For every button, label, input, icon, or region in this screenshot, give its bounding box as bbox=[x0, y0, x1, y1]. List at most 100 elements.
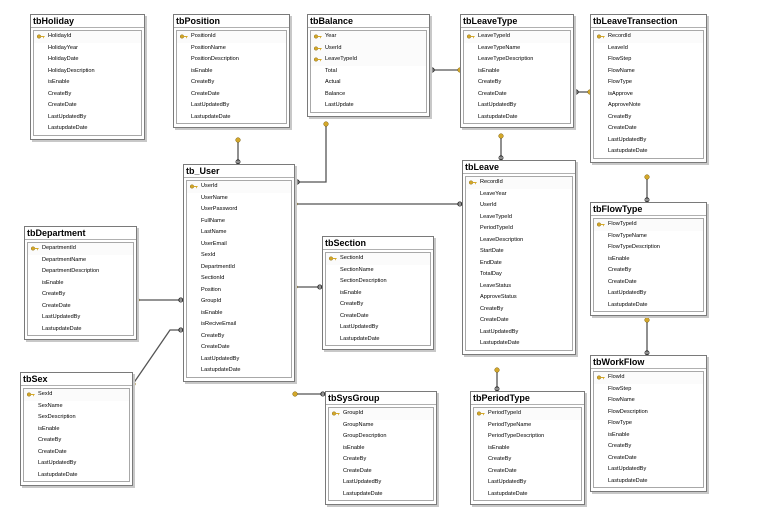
column[interactable]: CreateBy bbox=[594, 441, 703, 453]
column[interactable]: FlowType bbox=[594, 418, 703, 430]
column[interactable]: isApprove bbox=[594, 89, 703, 101]
column[interactable]: FlowStep bbox=[594, 54, 703, 66]
column[interactable]: LastUpdatedBy bbox=[329, 477, 433, 489]
column[interactable]: LastUpdatedBy bbox=[187, 354, 291, 366]
column[interactable]: Total bbox=[311, 66, 426, 78]
primary-key-column[interactable]: FlowId bbox=[594, 372, 703, 384]
column[interactable]: PositionDescription bbox=[177, 54, 286, 66]
column[interactable]: PeriodTypeDescription bbox=[474, 431, 581, 443]
relationship-tbBalance-tbUser[interactable] bbox=[290, 121, 329, 185]
column[interactable]: FlowDescription bbox=[594, 407, 703, 419]
column[interactable]: CreateDate bbox=[177, 89, 286, 101]
column[interactable]: CreateBy bbox=[329, 454, 433, 466]
column[interactable]: SexId bbox=[187, 250, 291, 262]
column[interactable]: LeaveYear bbox=[466, 189, 572, 201]
column[interactable]: LastUpdatedBy bbox=[177, 100, 286, 112]
column[interactable]: LastUpdatedBy bbox=[466, 327, 572, 339]
column[interactable]: LastupdateDate bbox=[329, 489, 433, 501]
column[interactable]: LastupdateDate bbox=[594, 476, 703, 488]
column[interactable]: LastUpdate bbox=[311, 100, 426, 112]
column[interactable]: CreateDate bbox=[594, 123, 703, 135]
column[interactable]: SexDescription bbox=[24, 412, 129, 424]
column[interactable]: LeaveStatus bbox=[466, 281, 572, 293]
column[interactable]: CreateDate bbox=[326, 311, 430, 323]
column[interactable]: Position bbox=[187, 285, 291, 297]
column[interactable]: isEnable bbox=[464, 66, 570, 78]
column[interactable]: Actual bbox=[311, 77, 426, 89]
column[interactable]: LastupdateDate bbox=[326, 334, 430, 346]
column[interactable]: CreateBy bbox=[326, 299, 430, 311]
column[interactable]: CreateBy bbox=[464, 77, 570, 89]
column[interactable]: UserId bbox=[466, 200, 572, 212]
column[interactable]: GroupDescription bbox=[329, 431, 433, 443]
column[interactable]: FlowName bbox=[594, 395, 703, 407]
column[interactable]: DepartmentName bbox=[28, 255, 133, 267]
column[interactable]: SectionId bbox=[187, 273, 291, 285]
column[interactable]: FullName bbox=[187, 216, 291, 228]
column[interactable]: LastUpdatedBy bbox=[594, 135, 703, 147]
column[interactable]: LastupdateDate bbox=[28, 324, 133, 336]
column[interactable]: FlowTypeName bbox=[594, 231, 703, 243]
column[interactable]: UserName bbox=[187, 193, 291, 205]
column[interactable]: LastupdateDate bbox=[464, 112, 570, 124]
column[interactable]: LastUpdatedBy bbox=[24, 458, 129, 470]
column[interactable]: LastUpdatedBy bbox=[326, 322, 430, 334]
column[interactable]: CreateDate bbox=[474, 466, 581, 478]
column[interactable]: LastupdateDate bbox=[34, 123, 141, 135]
relationship-tbLeaveType-tbBalance[interactable] bbox=[425, 67, 463, 73]
column[interactable]: LeaveId bbox=[594, 43, 703, 55]
column[interactable]: Balance bbox=[311, 89, 426, 101]
column[interactable]: isEnable bbox=[34, 77, 141, 89]
column[interactable]: HolidayYear bbox=[34, 43, 141, 55]
relationship-tbUser-tbLeave[interactable] bbox=[292, 201, 467, 207]
column[interactable]: isEnable bbox=[187, 308, 291, 320]
column[interactable]: CreateDate bbox=[466, 315, 572, 327]
column[interactable]: CreateDate bbox=[24, 447, 129, 459]
primary-key-column[interactable]: UserId bbox=[187, 181, 291, 193]
primary-key-column[interactable]: PeriodTypeId bbox=[474, 408, 581, 420]
column[interactable]: isEnable bbox=[28, 278, 133, 290]
relationship-tbDepartment-tbUser[interactable] bbox=[134, 297, 188, 303]
relationship-tbFlowType-tbWorkFlow[interactable] bbox=[644, 317, 650, 360]
column[interactable]: GroupName bbox=[329, 420, 433, 432]
column[interactable]: FlowTypeDescription bbox=[594, 242, 703, 254]
column[interactable]: PositionName bbox=[177, 43, 286, 55]
column[interactable]: LeaveTypeName bbox=[464, 43, 570, 55]
primary-key-column[interactable]: PositionId bbox=[177, 31, 286, 43]
column[interactable]: UserPassword bbox=[187, 204, 291, 216]
column[interactable]: LastUpdatedBy bbox=[594, 288, 703, 300]
column[interactable]: isEnable bbox=[24, 424, 129, 436]
column[interactable]: LastupdateDate bbox=[24, 470, 129, 482]
column[interactable]: isReciveEmail bbox=[187, 319, 291, 331]
primary-key-column[interactable]: RecordId bbox=[594, 31, 703, 43]
column[interactable]: ApproveStatus bbox=[466, 292, 572, 304]
column[interactable]: HolidayDate bbox=[34, 54, 141, 66]
column[interactable]: CreateDate bbox=[329, 466, 433, 478]
primary-key-column[interactable]: Year bbox=[311, 31, 426, 43]
primary-key-column[interactable]: LeaveTypeId bbox=[311, 54, 426, 66]
column[interactable]: CreateBy bbox=[466, 304, 572, 316]
primary-key-column[interactable]: SectionId bbox=[326, 253, 430, 265]
column[interactable]: CreateBy bbox=[594, 265, 703, 277]
column[interactable]: LastupdateDate bbox=[466, 338, 572, 350]
column[interactable]: PeriodTypeId bbox=[466, 223, 572, 235]
relationship-tbSysGroup-tbUser[interactable] bbox=[292, 391, 330, 397]
column[interactable]: isEnable bbox=[594, 254, 703, 266]
column[interactable]: isEnable bbox=[326, 288, 430, 300]
column[interactable]: GroupId bbox=[187, 296, 291, 308]
column[interactable]: SectionName bbox=[326, 265, 430, 277]
column[interactable]: ApproveNote bbox=[594, 100, 703, 112]
column[interactable]: LastupdateDate bbox=[474, 489, 581, 501]
column[interactable]: SexName bbox=[24, 401, 129, 413]
column[interactable]: CreateDate bbox=[187, 342, 291, 354]
primary-key-column[interactable]: SexId bbox=[24, 389, 129, 401]
primary-key-column[interactable]: FlowTypeId bbox=[594, 219, 703, 231]
column[interactable]: CreateBy bbox=[28, 289, 133, 301]
